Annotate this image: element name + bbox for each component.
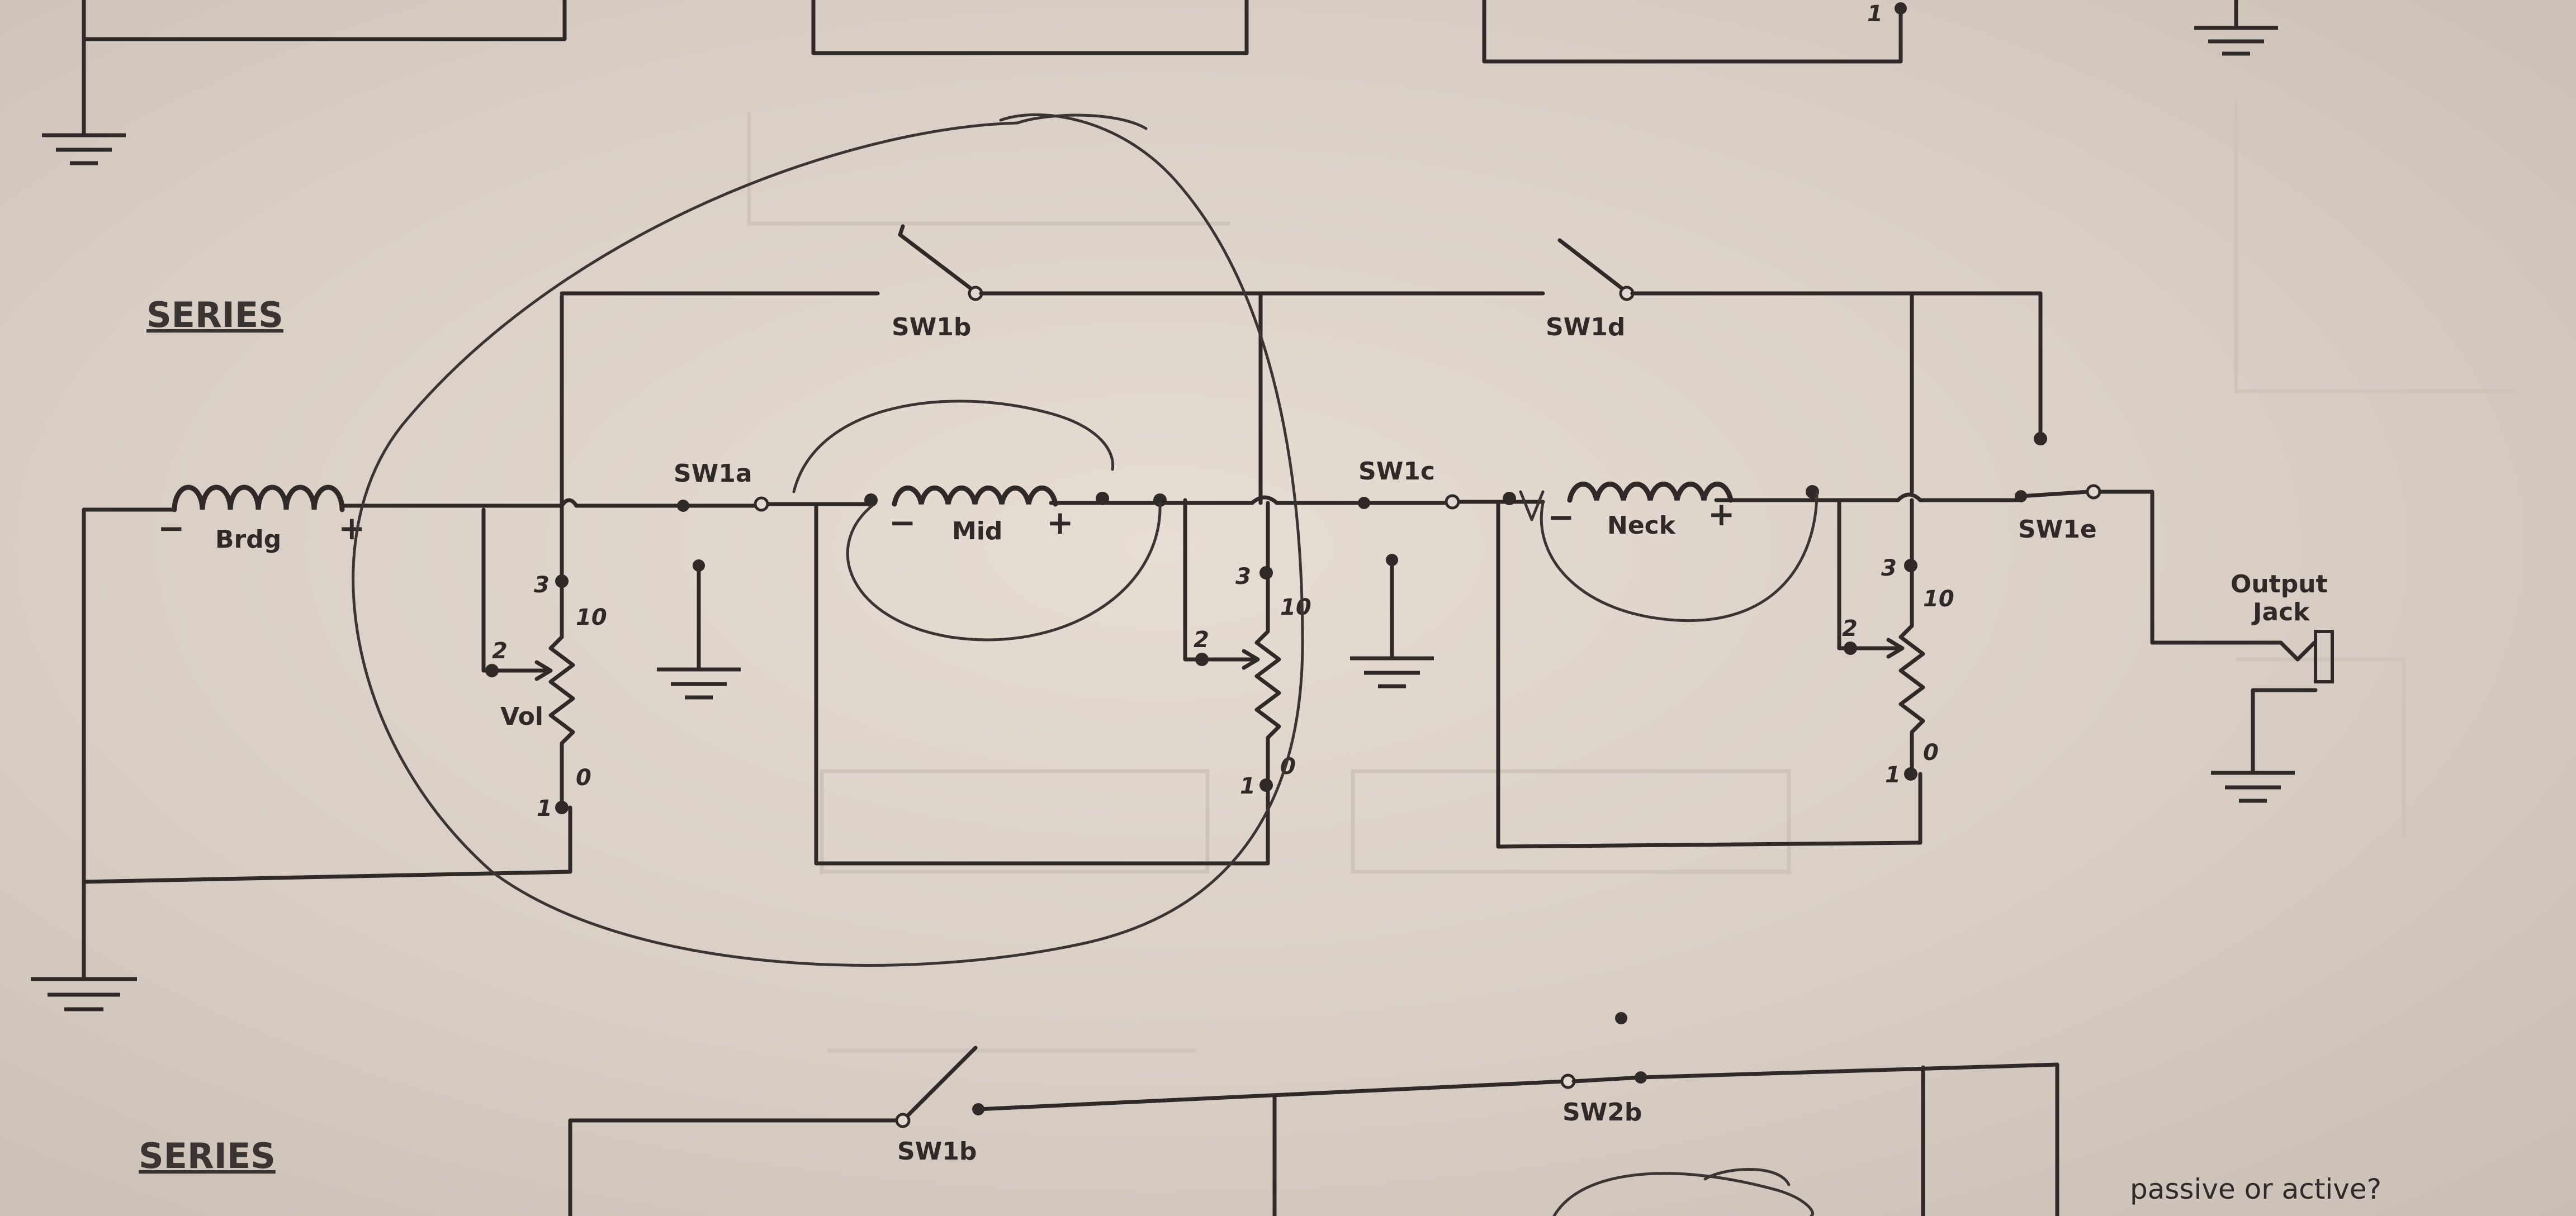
neck-minus: − (1547, 498, 1575, 536)
switch-sw1a: SW1a (657, 459, 769, 700)
switch-sw1c-label: SW1c (1358, 457, 1435, 486)
pot3-pin2: 2 (1842, 616, 1858, 642)
neck-plus: + (1708, 495, 1735, 533)
switch-sw1e-label: SW1e (2018, 515, 2097, 544)
switch-sw1d-label: SW1d (1546, 313, 1625, 341)
pot1-bottom: 0 (576, 765, 591, 791)
bridge-pickup: − Brdg + (158, 484, 366, 554)
section-heading-top: SERIES (146, 294, 283, 335)
mid-loop: 3 10 2 0 1 (814, 291, 1311, 866)
pot2-pin1: 1 (1240, 773, 1256, 799)
pot1-pin2: 2 (492, 638, 508, 664)
pot1-label: Vol (500, 702, 543, 731)
top-fragment: 1 (42, 0, 2278, 165)
upper-bus: SW1b SW1d (560, 224, 2047, 445)
bottom-switch-sw1b-label: SW1b (897, 1137, 977, 1166)
handwritten-note: passive or active? (2130, 1173, 2381, 1205)
switch-sw1b-label: SW1b (892, 313, 971, 341)
top-fragment-pin: 1 (1867, 1, 1883, 27)
bottom-switch-sw2b-label: SW2b (1562, 1098, 1642, 1127)
output-jack: Output Jack (2211, 570, 2334, 803)
pot2-pin3: 3 (1235, 564, 1251, 590)
pot1-top: 10 (576, 605, 607, 630)
pot3-bottom: 0 (1923, 740, 1939, 766)
pot2-top: 10 (1280, 595, 1311, 620)
neck-loop: 3 10 2 0 1 (1496, 291, 1954, 849)
pot1-pin1: 1 (537, 796, 552, 821)
switch-sw1c: SW1c (1350, 457, 1460, 688)
neck-label: Neck (1607, 511, 1677, 540)
section-heading-bottom: SERIES (139, 1136, 276, 1176)
bridge-minus: − (158, 509, 185, 547)
mid-minus: − (889, 504, 916, 542)
mid-plus: + (1046, 504, 1074, 542)
pot1-pin3: 3 (534, 572, 550, 598)
mid-label: Mid (952, 517, 1002, 545)
bottom-diagram: SW1b SW2b passive or active? (568, 1012, 2381, 1216)
signal-line (82, 490, 2283, 645)
middle-pickup: − Mid + (864, 485, 1167, 545)
vol-pot-1: 3 10 2 Vol 0 1 (481, 294, 607, 821)
left-ground-bus (31, 507, 572, 1011)
bridge-label: Brdg (215, 525, 281, 554)
pot2-pin2: 2 (1194, 627, 1209, 653)
output-jack-line2: Jack (2251, 598, 2310, 626)
neck-pickup: − Neck + (1503, 481, 1819, 540)
pen-annotations (352, 113, 1819, 967)
pot3-top: 10 (1923, 586, 1954, 612)
bleed-through (747, 101, 2516, 1053)
output-jack-line1: Output (2231, 570, 2328, 598)
pot3-pin1: 1 (1885, 762, 1901, 788)
switch-sw1a-label: SW1a (674, 459, 752, 488)
pot3-pin3: 3 (1881, 555, 1897, 581)
switch-sw1e: SW1e (2015, 484, 2101, 544)
